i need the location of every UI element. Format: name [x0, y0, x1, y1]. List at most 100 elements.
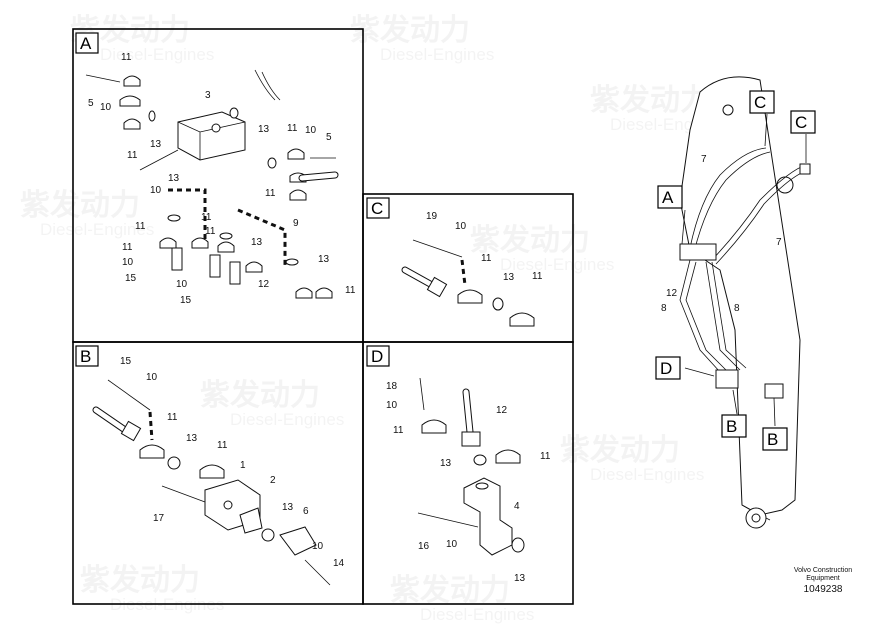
part-label: 9: [293, 218, 299, 229]
o-ring: [473, 454, 487, 466]
adapter: [229, 261, 241, 285]
o-ring: [167, 214, 181, 222]
callout-letter: B: [767, 430, 778, 449]
callout-box: [655, 356, 681, 380]
bolt: [417, 512, 479, 528]
part-label: 11: [481, 253, 492, 264]
o-ring: [492, 297, 504, 311]
part-label: 10: [446, 539, 458, 550]
hose-segment-inner: [93, 407, 131, 435]
dashed-link: [237, 208, 287, 265]
clamp-part: [295, 287, 313, 299]
flange-plate: [764, 383, 784, 399]
callout-box: [762, 427, 788, 451]
part-label: 12: [496, 405, 508, 416]
boom-arm: [679, 76, 801, 516]
part-label: 1: [240, 460, 246, 471]
panel-c-tag: [366, 197, 390, 219]
watermark-cn: 紫发动力: [390, 573, 510, 608]
callout-letter: B: [726, 417, 737, 436]
panel-d-frame: [362, 341, 574, 605]
hose-segment-inner: [299, 172, 338, 181]
part-label: 10: [312, 541, 324, 552]
part-label: 11: [205, 226, 216, 237]
hose-fitting: [426, 276, 448, 298]
part-label: 11: [540, 451, 551, 462]
boom-overview: C C A D B B 7 7 12 8 8: [655, 76, 816, 529]
watermark-cn: 紫发动力: [200, 378, 320, 413]
part-label: 11: [121, 52, 132, 63]
watermark-cn: 紫发动力: [350, 13, 470, 48]
hose-stub: [254, 69, 281, 101]
callout-letter: C: [754, 93, 766, 112]
adapter: [209, 254, 221, 278]
elbow-block: [463, 477, 513, 556]
hose-segment-inner: [402, 267, 435, 288]
o-ring: [148, 110, 156, 122]
part-label: 10: [150, 185, 162, 196]
watermark-en: Diesel-Engines: [230, 410, 344, 429]
dashed-link: [460, 259, 467, 286]
clamp-part: [287, 148, 305, 160]
hose-fitting: [461, 431, 481, 447]
part-label: 10: [386, 400, 398, 411]
dashed-link: [148, 411, 154, 441]
part-label: 13: [251, 237, 263, 248]
callout-letter: C: [795, 113, 807, 132]
part-label: 13: [514, 573, 526, 584]
part-label: 13: [503, 272, 515, 283]
callout-letter: A: [662, 188, 674, 207]
hose-line: [693, 151, 771, 253]
part-label: 13: [168, 173, 180, 184]
watermark-cn: 紫发动力: [560, 433, 680, 468]
hose-fitting: [120, 420, 142, 442]
part-label: 11: [217, 440, 228, 451]
part-label: 7: [701, 154, 707, 165]
part-label: 3: [205, 90, 211, 101]
clamp-part: [159, 237, 177, 249]
clamp-part: [289, 189, 307, 201]
clamp-part: [217, 241, 235, 253]
part-label: 15: [180, 295, 192, 306]
panel-d-letter: D: [371, 347, 383, 366]
leader-line: [684, 367, 715, 377]
part-label: 2: [270, 475, 276, 486]
part-label: 13: [440, 458, 452, 469]
part-label: 10: [455, 221, 467, 232]
part-label: 12: [666, 288, 678, 299]
callout-box: [749, 90, 775, 114]
part-label: 7: [776, 237, 782, 248]
part-label: 15: [120, 356, 132, 367]
document-footer: Volvo Construction Equipment 1049238: [778, 567, 868, 597]
part-label: 10: [122, 257, 134, 268]
bolt: [412, 239, 463, 258]
hose-segment-inner: [463, 389, 473, 435]
clamp-part: [199, 464, 225, 479]
part-label: 13: [318, 254, 330, 265]
o-ring: [229, 107, 239, 119]
clamp-part: [315, 287, 333, 299]
hose-line: [689, 147, 767, 249]
clamp-part: [123, 118, 141, 130]
part-label: 11: [122, 242, 133, 253]
elbow-block: [715, 369, 739, 389]
panel-c: C 19 10 11 13 11: [362, 193, 574, 343]
part-label: 18: [386, 381, 398, 392]
flange-hole: [223, 500, 233, 510]
part-label: 11: [532, 271, 543, 282]
leader-line: [681, 209, 686, 245]
hose-line: [715, 169, 810, 265]
clamp-part: [139, 444, 165, 459]
part-label: 10: [146, 372, 158, 383]
bolt: [161, 485, 206, 503]
part-label: 11: [393, 425, 404, 436]
valve-block: [679, 243, 717, 261]
bolt: [107, 379, 151, 411]
company-name-line-2: Equipment: [806, 575, 840, 582]
clamp-part: [119, 95, 141, 107]
part-label: 10: [305, 125, 317, 136]
watermark-cn: 紫发动力: [80, 563, 200, 598]
panel-c-letter: C: [371, 199, 383, 218]
part-label: 5: [326, 132, 332, 143]
watermark-en: Diesel-Engines: [40, 220, 154, 239]
